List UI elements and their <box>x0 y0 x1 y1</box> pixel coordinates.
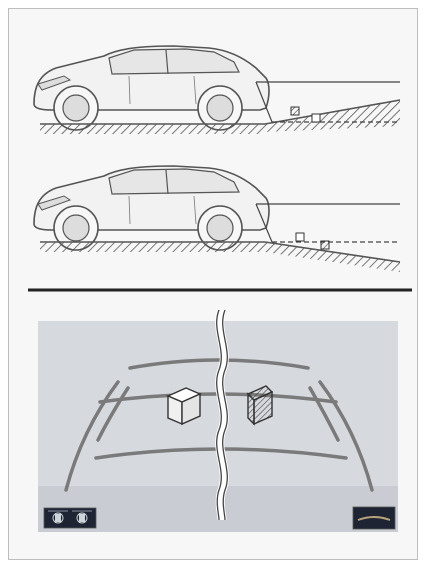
plain-box-object <box>168 388 200 424</box>
hatched-marker-middle <box>321 241 329 249</box>
plain-marker-middle <box>296 233 304 241</box>
hatched-marker-top <box>291 107 299 115</box>
incline-scene <box>34 46 400 134</box>
ground-decline <box>265 242 400 272</box>
camera-view-switch-icon[interactable] <box>353 507 395 529</box>
parking-sensor-icon[interactable] <box>44 508 96 528</box>
ground-flat-middle <box>40 242 265 252</box>
decline-scene <box>34 166 400 272</box>
hatched-box-object <box>248 386 272 424</box>
ground-flat-top <box>40 124 265 134</box>
plain-marker-top <box>312 114 320 122</box>
car-illustration-top <box>34 46 269 130</box>
car-illustration-middle <box>34 166 269 250</box>
ground-incline <box>265 100 400 132</box>
image-break-mark-bg <box>220 310 225 520</box>
camera-screen <box>38 310 398 532</box>
